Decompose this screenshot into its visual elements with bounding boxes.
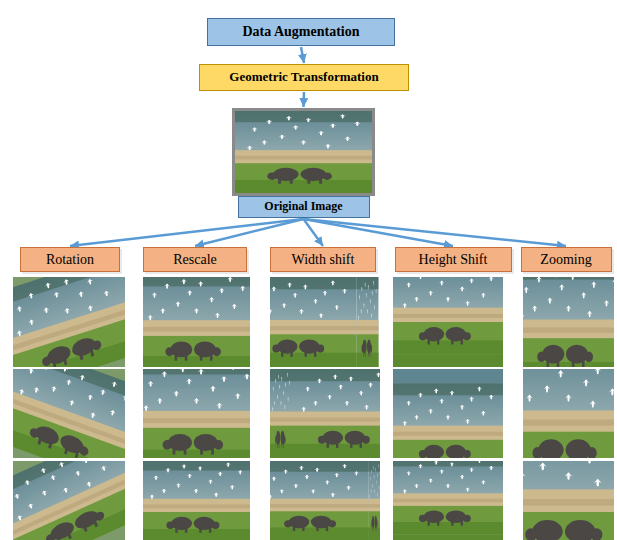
process-box: Geometric Transformation — [199, 64, 409, 91]
height-shifted-photo — [393, 369, 503, 472]
width-shifted-photo — [270, 369, 402, 458]
box-label: Geometric Transformation — [229, 70, 378, 84]
arrow-connector — [70, 219, 304, 246]
image-frame — [232, 108, 375, 196]
method-box: Height Shift — [395, 247, 512, 272]
zoomed-photo — [487, 422, 617, 540]
zoomed-photo — [509, 264, 617, 381]
rescaled-photo — [138, 273, 256, 372]
arrow-connector — [304, 219, 567, 246]
zoomed-photo — [500, 347, 617, 481]
box-label: Original Image — [264, 200, 342, 213]
box-label: Rotation — [46, 252, 94, 267]
method-box: Rescale — [143, 247, 247, 272]
rotated-photo — [0, 429, 146, 540]
method-box: Zooming — [521, 247, 612, 272]
arrow-connector — [301, 47, 304, 63]
box-label: Data Augmentation — [242, 24, 359, 39]
height-shifted-photo — [393, 265, 503, 367]
box-label: Rescale — [173, 252, 217, 267]
width-shifted-photo — [258, 461, 381, 540]
height-shifted-photo — [393, 456, 503, 540]
method-box: Width shift — [270, 247, 376, 272]
rescaled-photo — [132, 360, 260, 467]
arrow-connector — [195, 219, 304, 246]
box-label: Width shift — [292, 252, 355, 267]
image-box: Original Image — [232, 108, 375, 218]
method-box: Rotation — [20, 247, 120, 272]
original-photo — [235, 111, 372, 193]
box-label: Zooming — [540, 252, 591, 267]
process-box: Data Augmentation — [207, 18, 395, 46]
caption-box: Original Image — [238, 196, 370, 218]
rescaled-photo — [140, 459, 252, 540]
box-label: Height Shift — [419, 252, 488, 267]
width-shifted-photo — [246, 277, 378, 367]
arrow-connector — [302, 92, 305, 107]
